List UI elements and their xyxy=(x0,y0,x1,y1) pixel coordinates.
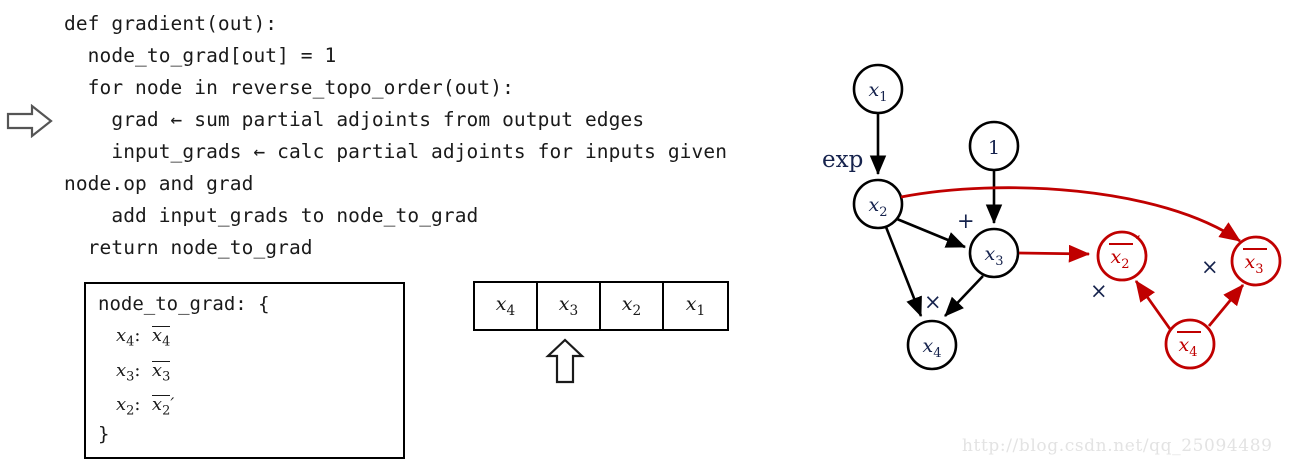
queue-cell-label: x1 xyxy=(685,293,706,319)
dict-entry: x3: x3 xyxy=(116,360,171,385)
graph-node-x3[interactable]: x3 xyxy=(968,227,1020,279)
forward-edges xyxy=(869,113,1003,317)
code-line: grad ← sum partial adjoints from output … xyxy=(64,108,645,131)
graph-edge-labels: exp + × × × xyxy=(822,147,1219,314)
pseudocode-block: def gradient(out): node_to_grad[out] = 1… xyxy=(64,8,804,264)
dict-entry-key: x2 xyxy=(116,394,135,419)
dict-header: node_to_grad: { xyxy=(98,293,270,315)
watermark: http://blog.csdn.net/qq_25094489 xyxy=(962,436,1273,456)
graph-node-x2bar[interactable]: x2 ′ xyxy=(1096,230,1148,282)
code-line: return node_to_grad xyxy=(64,236,313,259)
node-to-grad-box: node_to_grad: { x4: x4 x3: x3 x2: x2′ } xyxy=(84,282,405,459)
edge-x3-x2bar xyxy=(1018,244,1091,263)
graph-node-label: x3 xyxy=(985,243,1004,269)
graph-node-prime: ′ xyxy=(1136,232,1141,254)
graph-node-label: x4 xyxy=(923,335,942,361)
dict-entry-prime: ′ xyxy=(170,395,175,415)
edge-label-times: × xyxy=(924,290,942,314)
queue-cell[interactable]: x1 xyxy=(664,283,727,329)
queue-cell-label: x2 xyxy=(621,293,642,319)
graph-node-label: x2 xyxy=(1111,246,1130,272)
edge-x4bar-x2bar xyxy=(1134,280,1172,330)
edge-x3-x4 xyxy=(944,275,984,317)
graph-node-label: x2 xyxy=(869,194,888,220)
graph-node-label: x3 xyxy=(1245,251,1264,277)
queue-cell[interactable]: x2 xyxy=(601,283,664,329)
queue-cell[interactable]: x4 xyxy=(475,283,538,329)
graph-node-x4[interactable]: x4 xyxy=(906,319,958,371)
dict-entry-key: x4 xyxy=(116,325,135,350)
graph-node-x2[interactable]: x2 xyxy=(852,178,904,230)
dict-entry: x2: x2′ xyxy=(116,394,174,419)
graph-node-label: x4 xyxy=(1179,334,1198,360)
dict-entry-value: x3 xyxy=(151,360,171,385)
code-line: for node in reverse_topo_order(out): xyxy=(64,76,514,99)
graph-node-x4bar[interactable]: x4 xyxy=(1164,318,1216,370)
edge-label-times: × xyxy=(1090,279,1108,303)
backward-nodes: x2 ′ x3 x4 xyxy=(1096,230,1282,370)
code-line: node_to_grad[out] = 1 xyxy=(64,44,337,67)
reverse-topo-queue: x4 x3 x2 x1 xyxy=(473,281,729,331)
edge-x4bar-x3bar xyxy=(1207,284,1245,327)
graph-node-label: x1 xyxy=(869,79,888,105)
dict-colon: : xyxy=(134,360,152,381)
dict-entry: x4: x4 xyxy=(116,325,171,350)
edge-label-plus: + xyxy=(957,209,975,233)
forward-nodes: x1 1 x2 x3 x4 xyxy=(852,63,1020,371)
dict-colon: : xyxy=(134,325,152,346)
code-line: add input_grads to node_to_grad xyxy=(64,204,479,227)
edge-x2-x4 xyxy=(884,226,923,317)
dict-footer: } xyxy=(98,423,110,445)
edge-x2-x3 xyxy=(896,217,966,249)
queue-cell[interactable]: x3 xyxy=(538,283,601,329)
edge-label-exp: exp xyxy=(822,147,863,173)
graph-node-label: 1 xyxy=(988,137,1000,159)
edge-x2-x3bar xyxy=(900,186,1241,243)
dict-entry-value: x4 xyxy=(151,325,171,350)
backward-edges xyxy=(900,186,1245,330)
code-line: def gradient(out): xyxy=(64,12,278,35)
dict-colon: : xyxy=(134,394,152,415)
dict-entry-key: x3 xyxy=(116,360,135,385)
graph-node-one[interactable]: 1 xyxy=(968,120,1020,172)
code-line: input_grads ← calc partial adjoints for … xyxy=(64,140,728,163)
queue-cell-label: x4 xyxy=(495,293,516,319)
edge-label-times: × xyxy=(1201,255,1219,279)
up-arrow-outline-icon xyxy=(544,338,586,384)
graph-node-x1[interactable]: x1 xyxy=(852,63,904,115)
right-arrow-outline-icon xyxy=(6,103,54,139)
dict-entry-value: x2 xyxy=(151,394,171,419)
queue-cell-label: x3 xyxy=(558,293,579,319)
graph-node-x3bar[interactable]: x3 xyxy=(1230,235,1282,287)
code-line: node.op and grad xyxy=(64,172,254,195)
